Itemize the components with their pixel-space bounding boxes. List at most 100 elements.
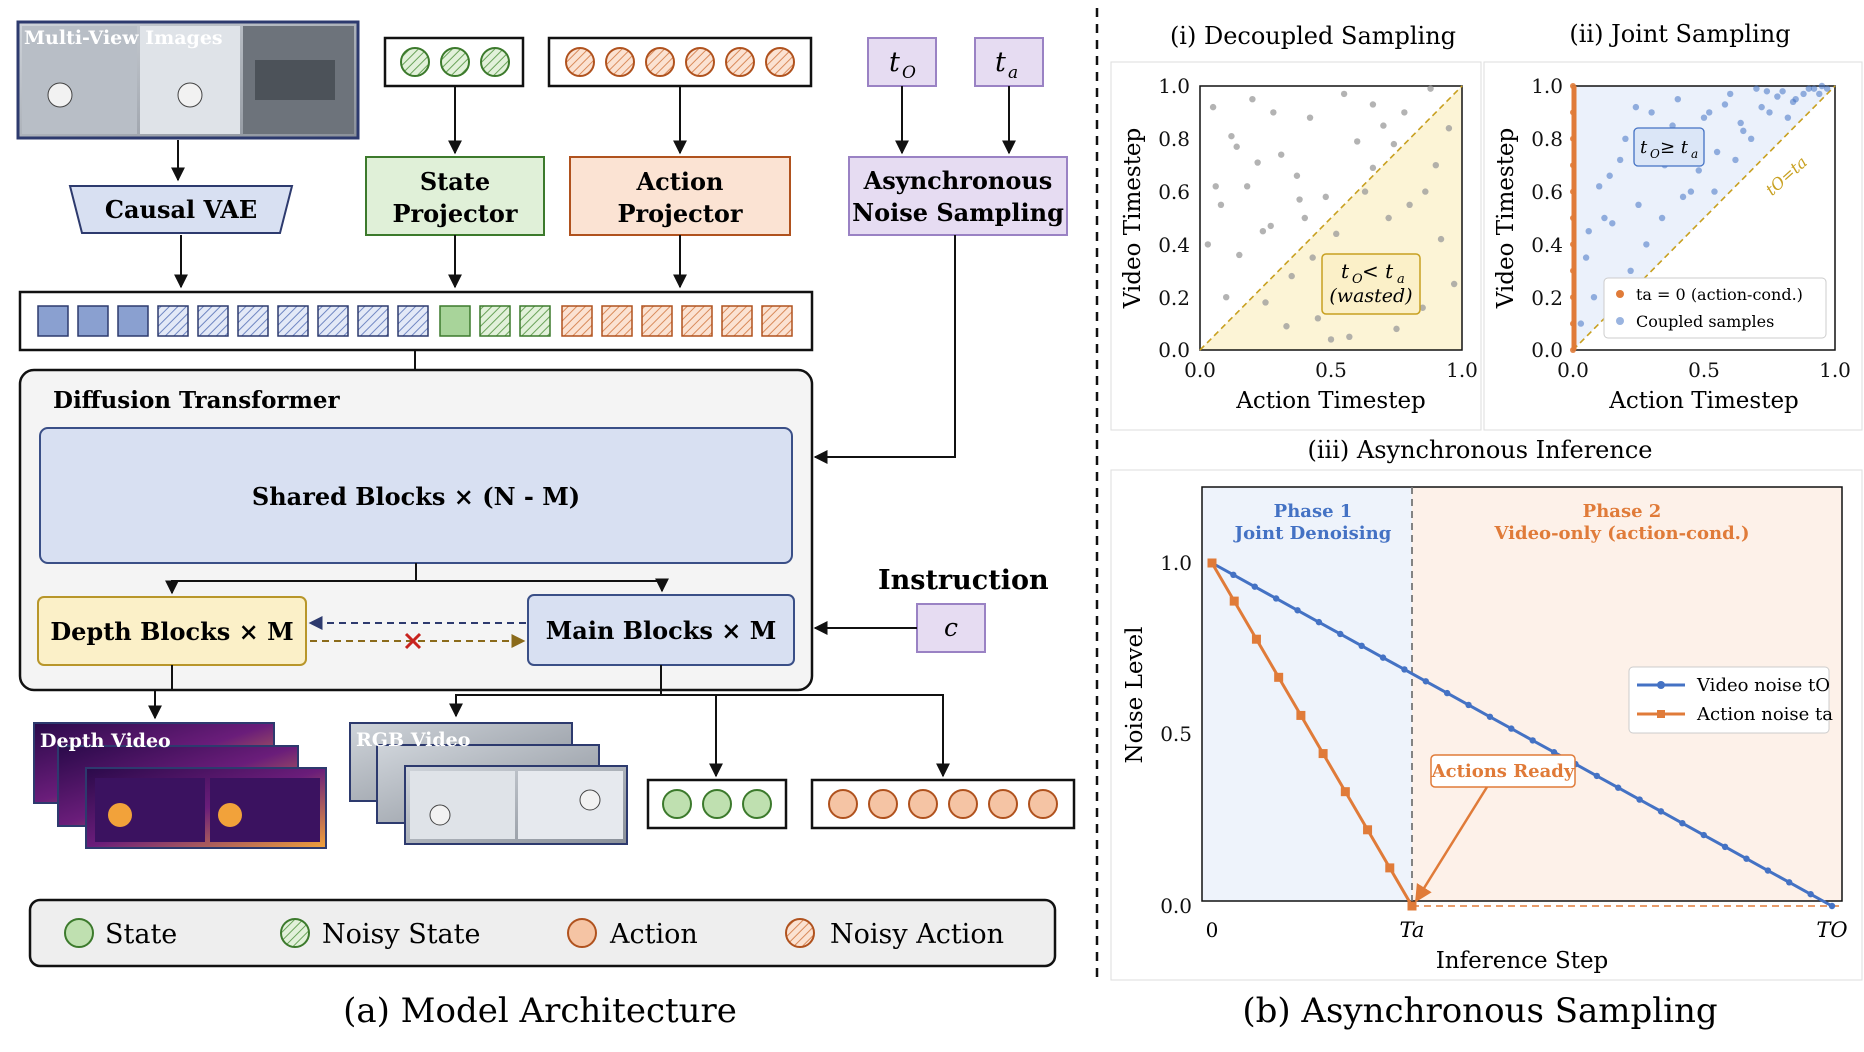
video-noise-line xyxy=(1211,561,1833,908)
scatter2-point-coupled xyxy=(1622,135,1629,142)
scatter1-point xyxy=(1406,201,1413,208)
scatter2-point-coupled xyxy=(1766,109,1773,116)
video-noise-point xyxy=(1272,595,1280,602)
legend-video: Video noise tO xyxy=(1696,675,1830,696)
multiview-label: Multi-View Images xyxy=(24,27,223,49)
video-noise-point xyxy=(1807,890,1814,898)
scatter2-point-coupled xyxy=(1818,82,1826,90)
token-legend: State Noisy State Action Noisy Action xyxy=(28,898,1057,968)
scatter2-point-coupled xyxy=(1727,90,1734,98)
scatter2-point-coupled xyxy=(1590,294,1598,301)
video-noise-point xyxy=(1358,642,1365,650)
state-projector: State Projector xyxy=(365,156,545,236)
action-noise-point xyxy=(1251,634,1261,644)
action-noise-point xyxy=(1274,672,1284,682)
scatter1-point xyxy=(1327,336,1335,343)
scatter2-point-coupled xyxy=(1585,228,1592,235)
depth-blocks: Depth Blocks × M xyxy=(37,596,307,666)
video-noise-point xyxy=(1294,607,1301,614)
video-noise-point xyxy=(1443,689,1451,697)
wasted-rel: < t xyxy=(1362,259,1394,283)
async-inference-panel: Phase 1 Joint Denoising Phase 2 Video-on… xyxy=(1110,469,1863,981)
video-noise-point xyxy=(1828,902,1836,910)
ta-sub: a xyxy=(1008,63,1018,83)
video-noise-point xyxy=(1550,749,1558,756)
video-noise-point xyxy=(1743,855,1750,862)
scatter2-point-coupled xyxy=(1758,103,1765,111)
scatter1-point xyxy=(1228,132,1235,140)
scatter1-point xyxy=(1267,222,1274,230)
action-noise-point xyxy=(1229,596,1239,606)
video-noise-point xyxy=(1486,713,1494,720)
scatter1-point xyxy=(1432,162,1440,169)
scatter2-point-coupled xyxy=(1805,85,1813,92)
scatter1-points xyxy=(1204,85,1458,343)
legend-action-marker xyxy=(1657,710,1665,718)
legend-video-marker xyxy=(1657,681,1665,689)
scatter1-point xyxy=(1450,280,1458,288)
scatter1-point xyxy=(1390,140,1398,148)
scatter2-point-coupled xyxy=(1823,85,1831,92)
scatter2-point-ta0 xyxy=(1570,215,1576,221)
scatter1-point xyxy=(1204,241,1212,248)
panel1-title: (i) Decoupled Sampling xyxy=(1170,22,1456,50)
video-noise-point xyxy=(1786,879,1793,886)
scatter1-point xyxy=(1301,214,1309,222)
s1-ytick-06: 0.6 xyxy=(1158,180,1190,204)
scatter2-point-coupled xyxy=(1601,214,1608,222)
legend-coupled-marker xyxy=(1616,317,1624,325)
scatter1-point xyxy=(1380,122,1387,129)
scatter1-point xyxy=(1270,109,1277,116)
scatter1-point xyxy=(1254,159,1261,166)
scatter1-point xyxy=(1262,299,1269,306)
scatter1-panel: t O < t a (wasted) 0.0 0.2 0.4 0.6 0.8 1… xyxy=(1110,61,1482,431)
action-projector-line2: Projector xyxy=(617,199,742,228)
vae-label: Causal VAE xyxy=(105,195,257,224)
scatter1-point xyxy=(1445,125,1453,132)
to-box: t O xyxy=(867,37,937,87)
scatter2-point-coupled xyxy=(1740,127,1747,135)
scatter2-point-coupled xyxy=(1747,135,1755,142)
async-line1: Asynchronous xyxy=(863,166,1053,195)
s2-ytick-10: 1.0 xyxy=(1531,74,1563,98)
scatter2-point-coupled xyxy=(1774,93,1781,100)
s2-xtick-10: 1.0 xyxy=(1819,358,1851,382)
scatter2-point-ta0 xyxy=(1570,162,1576,169)
scatter2-point-ta0 xyxy=(1570,83,1576,89)
scatter2-point-ta0 xyxy=(1570,188,1576,195)
scatter2-point-coupled xyxy=(1737,119,1744,127)
noise-xtick-to: TO xyxy=(1816,918,1847,942)
scatter2-point-coupled xyxy=(1721,101,1729,108)
video-noise-point xyxy=(1764,867,1772,874)
s1-ytick-02: 0.2 xyxy=(1158,286,1190,310)
video-noise-point xyxy=(1679,819,1686,827)
scatter2-panel: t O ≥ t a tO=ta ta = 0 (action-cond.) Co… xyxy=(1483,61,1863,431)
action-noise-point xyxy=(1207,558,1217,568)
scatter1-point xyxy=(1393,325,1400,333)
action-input-tokens xyxy=(547,36,813,88)
scatter2-point-coupled xyxy=(1695,167,1702,174)
scatter1-point xyxy=(1233,143,1240,150)
legend-noisy-action-icon xyxy=(785,918,815,948)
token-sequence xyxy=(18,290,814,352)
ta-box: t a xyxy=(974,37,1044,87)
video-noise-point xyxy=(1657,808,1665,815)
action-noise-point xyxy=(1385,863,1395,873)
wasted-sub2: a xyxy=(1397,272,1405,287)
scatter2-point-coupled xyxy=(1643,241,1650,248)
scatter1-point xyxy=(1296,196,1303,203)
s2-xtick-0: 0.0 xyxy=(1557,358,1589,382)
scatter1-point xyxy=(1293,172,1301,179)
wasted-sub1: O xyxy=(1352,272,1363,287)
video-noise-point xyxy=(1615,784,1622,791)
scatter2-point-coupled xyxy=(1810,85,1818,92)
shared-blocks: Shared Blocks × (N - M) xyxy=(39,427,793,564)
scatter1-point xyxy=(1354,138,1361,145)
scatter2-point-coupled xyxy=(1632,103,1640,111)
scatter1-point xyxy=(1249,96,1256,103)
state-input-tokens xyxy=(383,36,525,88)
scatter1-point xyxy=(1427,85,1434,92)
main-blocks: Main Blocks × M xyxy=(527,594,795,666)
video-noise-point xyxy=(1379,654,1387,661)
scatter1-point xyxy=(1212,183,1219,190)
